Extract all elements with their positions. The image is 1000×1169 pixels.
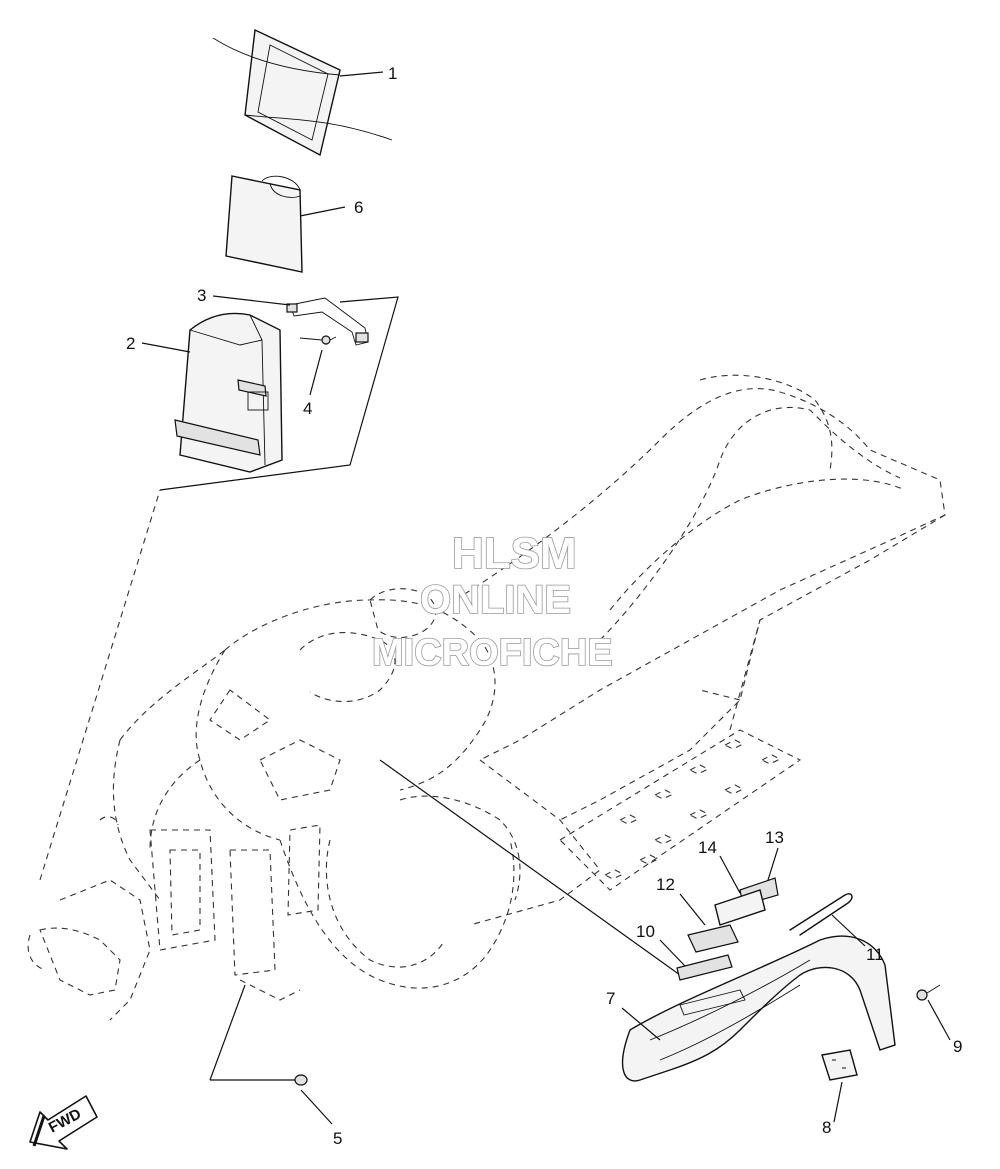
watermark: HLSM ONLINE MICROFICHE xyxy=(371,528,613,675)
callout-10: 10 xyxy=(636,922,655,941)
part-4-screw xyxy=(299,335,337,345)
callout-13: 13 xyxy=(765,828,784,847)
callout-4: 4 xyxy=(303,399,312,418)
callout-1: 1 xyxy=(388,64,397,83)
callout-9: 9 xyxy=(953,1037,962,1056)
snowmobile-body-outline xyxy=(27,374,946,1021)
callout-leaders xyxy=(141,71,951,1125)
callout-2: 2 xyxy=(126,334,135,353)
part-6-cover xyxy=(225,175,303,273)
exploded-view-frame xyxy=(159,296,681,1081)
part-5-washer xyxy=(294,1074,308,1086)
part-2-bag xyxy=(174,312,283,473)
part-3-bracket xyxy=(286,297,369,346)
callout-14: 14 xyxy=(698,838,717,857)
part-10-reflector xyxy=(676,954,746,1016)
part-7-rear-flap xyxy=(621,935,896,1082)
part-8-plate xyxy=(821,1049,858,1081)
part-1-panel xyxy=(212,28,393,157)
part-11-rod xyxy=(789,893,853,936)
running-board xyxy=(559,729,802,891)
part-14-label xyxy=(714,889,766,926)
callout-11: 11 xyxy=(866,945,884,964)
forward-arrow-icon: FWD xyxy=(29,1095,98,1150)
callout-12: 12 xyxy=(656,875,675,894)
callout-3: 3 xyxy=(197,286,206,305)
part-12-label xyxy=(687,924,739,953)
watermark-line-3: MICROFICHE xyxy=(372,632,613,674)
callout-5: 5 xyxy=(333,1129,342,1148)
watermark-line-2: ONLINE xyxy=(420,578,571,622)
watermark-line-1: HLSM xyxy=(452,529,577,578)
callout-8: 8 xyxy=(822,1118,831,1137)
callout-labels: 1 2 3 4 5 6 7 8 9 10 11 12 13 14 xyxy=(126,64,962,1148)
part-9-rivet xyxy=(916,984,941,1001)
callout-7: 7 xyxy=(606,989,615,1008)
callout-6: 6 xyxy=(354,198,363,217)
